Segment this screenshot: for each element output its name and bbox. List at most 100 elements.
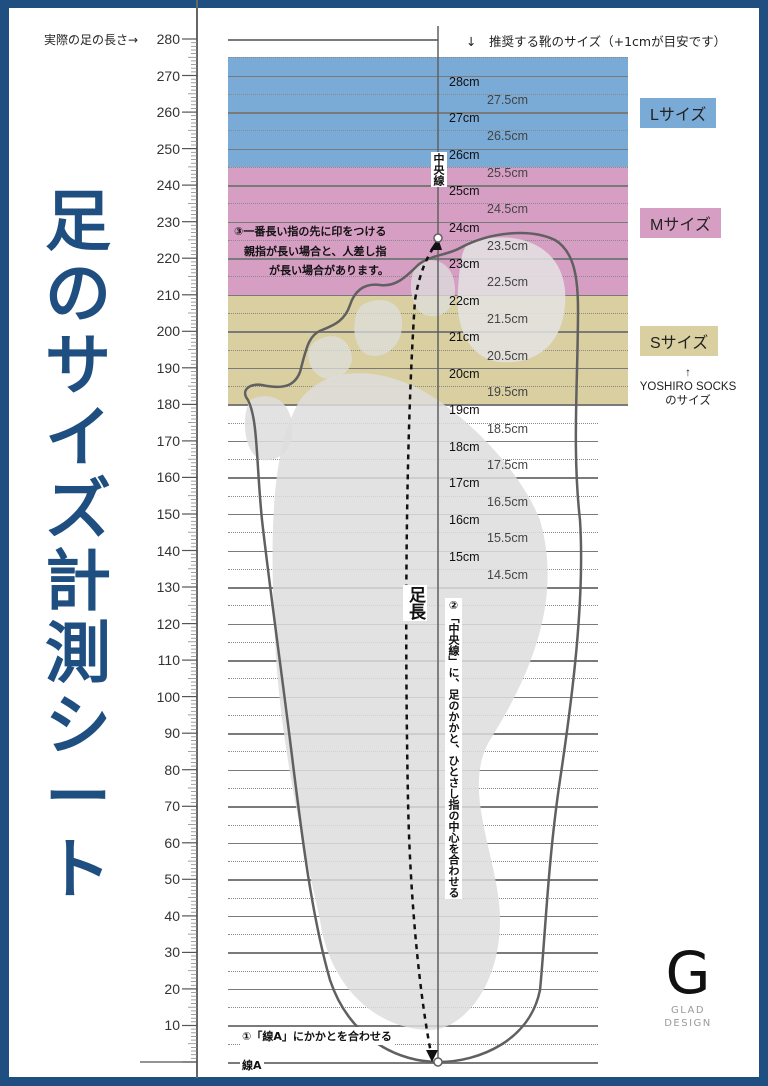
ruler-label: 130 bbox=[156, 579, 180, 596]
up-arrow-icon: ↑ bbox=[685, 367, 691, 379]
ruler-label: 100 bbox=[156, 688, 180, 705]
shoe-size-half: 24.5cm bbox=[487, 202, 528, 217]
grid-line bbox=[228, 331, 628, 333]
step3-line1: ③一番長い指の先に印をつける bbox=[234, 225, 387, 238]
brand-line2: DESIGN bbox=[664, 1018, 712, 1029]
grid-line bbox=[228, 367, 628, 370]
grid-line-half bbox=[228, 57, 628, 59]
title-char: ズ bbox=[45, 471, 111, 548]
ruler-label: 150 bbox=[156, 505, 180, 522]
recommend-caption: ↓ 推奨する靴のサイズ（+1cmが目安です） bbox=[466, 34, 727, 49]
yoshiro-note-line2: のサイズ bbox=[665, 395, 711, 407]
shoe-size-whole: 27cm bbox=[449, 111, 480, 126]
shoe-size-whole: 19cm bbox=[449, 403, 480, 418]
ruler-label: 240 bbox=[156, 177, 180, 194]
step2-instruction: ②「中央線」に、足のかかと、ひとさし指の中心を合わせる bbox=[445, 598, 462, 899]
center-line-label: 中央線 bbox=[431, 152, 447, 187]
brand-line1: GLAD bbox=[670, 1005, 706, 1016]
shoe-size-whole: 21cm bbox=[449, 330, 480, 345]
ruler-label: 280 bbox=[156, 31, 180, 47]
yoshiro-note-line1: YOSHIRO SOCKS bbox=[639, 381, 737, 393]
shoe-size-half: 23.5cm bbox=[487, 238, 528, 253]
grid-line-half bbox=[228, 93, 628, 95]
ruler-label: 190 bbox=[156, 359, 180, 376]
title-char: サ bbox=[45, 327, 111, 404]
page-title: 足のサイズ計測シート bbox=[38, 186, 118, 906]
ruler-label: 180 bbox=[156, 396, 180, 413]
shoe-size-half: 18.5cm bbox=[487, 421, 528, 436]
m-size-tag: Mサイズ bbox=[640, 208, 721, 238]
shoe-size-whole: 22cm bbox=[449, 293, 480, 308]
line-a bbox=[228, 1062, 598, 1064]
grid-line-half bbox=[228, 166, 628, 168]
shoe-size-half: 19.5cm bbox=[487, 385, 528, 400]
grid-line-half bbox=[228, 349, 628, 351]
shoe-size-half: 21.5cm bbox=[487, 312, 528, 327]
ruler-label: 220 bbox=[156, 250, 180, 267]
ruler-label: 200 bbox=[156, 323, 180, 340]
foot-length-label: 足長 bbox=[403, 585, 427, 621]
title-char: 計 bbox=[45, 543, 111, 620]
grid-line bbox=[228, 112, 628, 114]
ruler-label: 50 bbox=[164, 871, 180, 888]
ruler-caption: 実際の足の長さ→ bbox=[44, 33, 139, 47]
step3-line3: が長い場合があります。 bbox=[269, 264, 389, 277]
grid-line-half bbox=[228, 386, 628, 388]
grid-line bbox=[228, 221, 628, 224]
ruler-axis bbox=[196, 0, 198, 1078]
grid-line bbox=[228, 148, 628, 151]
title-char: ー bbox=[45, 759, 111, 836]
ruler-label: 70 bbox=[164, 798, 180, 815]
shoe-size-half: 16.5cm bbox=[487, 494, 528, 509]
brand-logo-letter: G bbox=[665, 939, 711, 1007]
ruler-label: 110 bbox=[157, 652, 180, 669]
line-a-label: 線A bbox=[240, 1056, 264, 1074]
grid-line-half bbox=[228, 130, 628, 132]
ruler-label: 160 bbox=[156, 469, 180, 486]
shoe-size-whole: 20cm bbox=[449, 366, 480, 381]
ruler-label: 210 bbox=[156, 286, 180, 303]
shoe-size-half: 25.5cm bbox=[487, 165, 528, 180]
grid-line bbox=[228, 185, 628, 187]
shoe-size-half: 26.5cm bbox=[487, 129, 528, 144]
ruler-label: 250 bbox=[156, 140, 180, 157]
ruler-label: 260 bbox=[156, 104, 180, 121]
ruler-label: 60 bbox=[164, 834, 180, 851]
title-char: 足 bbox=[45, 183, 111, 260]
title-char: 測 bbox=[45, 615, 111, 692]
grid-line-half bbox=[228, 203, 628, 205]
grid-line-half bbox=[228, 239, 628, 241]
yoshiro-note: ↑ YOSHIRO SOCKS のサイズ bbox=[630, 366, 746, 408]
shoe-size-half: 17.5cm bbox=[487, 458, 528, 473]
grid-line bbox=[228, 39, 438, 41]
ruler-label: 80 bbox=[164, 761, 180, 778]
grid-line-half bbox=[228, 1043, 598, 1045]
title-char: イ bbox=[45, 399, 111, 476]
title-char: シ bbox=[45, 687, 111, 764]
title-char: の bbox=[45, 255, 111, 332]
ruler-label: 20 bbox=[164, 980, 180, 997]
shoe-size-whole: 25cm bbox=[449, 184, 480, 199]
ruler-label: 40 bbox=[164, 907, 180, 924]
brand-logo: G GLAD DESIGN bbox=[648, 942, 728, 1030]
shoe-size-whole: 16cm bbox=[449, 512, 480, 527]
ruler-label: 230 bbox=[156, 213, 180, 230]
shoe-size-half: 27.5cm bbox=[487, 92, 528, 107]
shoe-size-whole: 24cm bbox=[449, 220, 480, 235]
shoe-size-half: 22.5cm bbox=[487, 275, 528, 290]
ruler-label: 10 bbox=[164, 1017, 180, 1034]
ruler-label: 270 bbox=[156, 67, 180, 84]
shoe-size-whole: 26cm bbox=[449, 147, 480, 162]
ruler-label: 140 bbox=[156, 542, 180, 559]
shoe-size-half: 15.5cm bbox=[487, 531, 528, 546]
shoe-size-whole: 17cm bbox=[449, 476, 480, 491]
l-size-tag: Lサイズ bbox=[640, 98, 717, 128]
ruler-label: 30 bbox=[164, 944, 180, 961]
shoe-size-whole: 18cm bbox=[449, 439, 480, 454]
s-size-tag: Sサイズ bbox=[640, 326, 719, 356]
ruler-label: 170 bbox=[156, 432, 180, 449]
ruler-label: 90 bbox=[164, 725, 180, 742]
step1-instruction: ①「線A」にかかとを合わせる bbox=[240, 1027, 394, 1045]
